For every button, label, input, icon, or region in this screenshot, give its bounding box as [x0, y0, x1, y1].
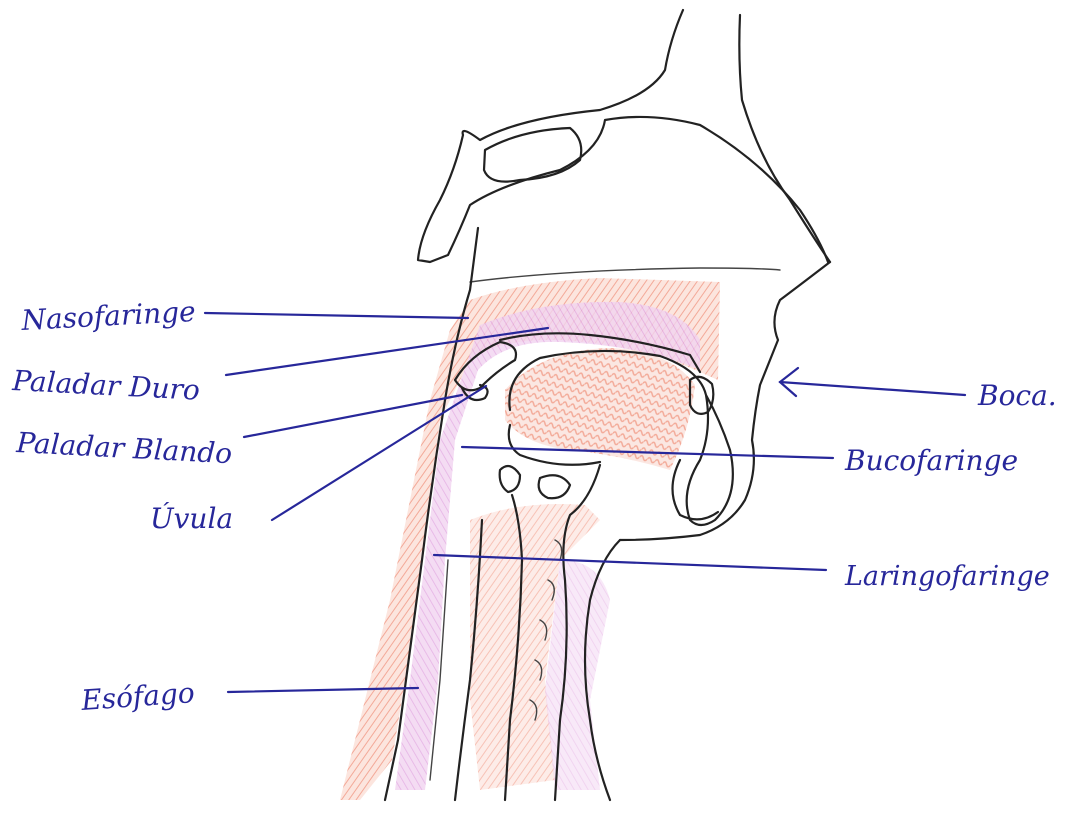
leader-boca — [780, 382, 965, 395]
skull-outline — [418, 10, 828, 262]
epiglottis-tip — [500, 466, 520, 492]
nasal-passage-top — [739, 15, 830, 262]
label-bucofaringe: Bucofaringe — [844, 444, 1018, 477]
label-boca: Boca. — [977, 379, 1057, 412]
label-laringofaringe: Laringofaringe — [844, 561, 1050, 592]
label-paladar-duro: Paladar Duro — [11, 364, 201, 407]
label-esofago: Esófago — [79, 676, 196, 717]
hyoid — [539, 475, 570, 498]
label-paladar-blando: Paladar Blando — [15, 426, 233, 470]
sinus-cavity — [484, 128, 581, 182]
label-nasofaringe: Nasofaringe — [20, 295, 197, 337]
leader-nasofaringe — [205, 313, 468, 318]
label-uvula: Úvula — [150, 501, 233, 535]
